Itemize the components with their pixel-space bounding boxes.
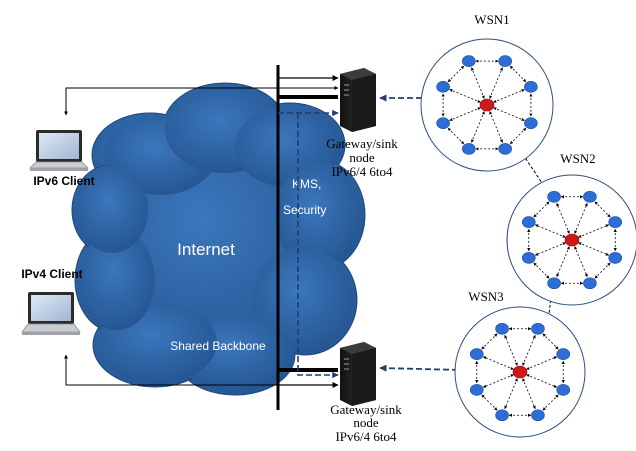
ipv6-client-link [64,86,339,116]
wsn2-sensor-node [547,277,561,290]
wsn3-spoke-link [526,356,558,370]
gateway-bottom-label-1: Gateway/sink [330,402,402,417]
wsn2-label: WSN2 [560,151,595,166]
gateway-top-label-1: Gateway/sink [326,136,398,151]
wsn3-cluster [454,306,586,438]
wsn2-spoke-link [578,242,610,256]
gateway-bottom-dashed [297,230,339,379]
wsn3-spoke-link [504,378,518,410]
wsn1-sink-node [479,98,495,112]
wsn3-sensor-node [495,409,509,422]
wsn1-sensor-node [498,143,512,155]
wsn1-spoke-link [493,89,525,103]
wsn2-spoke-link [574,246,588,278]
gateway-bottom-server-icon [340,342,376,406]
wsn2-sensor-node [583,277,597,290]
shared-backbone-label: Shared Backbone [170,339,266,353]
wsn1-spoke-link [489,67,503,99]
wsn3-sensor-node [469,348,484,360]
wsn1-spoke-link [489,111,503,143]
ipv6-client-label: IPv6 Client [33,174,94,188]
wsn3-spoke-link [504,334,518,366]
security-label: Security [283,203,326,217]
wsn3-sensor-node [531,322,545,335]
wsn1-sensor-node [436,117,450,129]
ipv6-laptop-icon [29,130,89,171]
wsn3-sensor-node [469,384,484,396]
wsn1-sensor-node [462,143,476,155]
gateway-top-label-3: IPv6/4 6to4 [331,164,393,179]
wsn2-sensor-node [608,252,623,264]
wsn3-sensor-node [531,409,545,422]
wsn1-sensor-node [436,81,450,93]
wsn2-sensor-node [521,216,536,228]
wsn2-spoke-link [534,224,566,238]
wsn1-label: WSN1 [474,12,509,27]
wsn3-sink-node [512,365,528,379]
gateway-bottom-label-2: node [353,415,379,430]
wsn1-spoke-link [449,89,481,103]
wsn3-sensor-node [495,322,509,335]
wsn1-sensor-node [498,55,512,67]
wsn1-spoke-link [493,107,525,121]
wsn3-spoke-link [522,334,536,366]
kms-label: KMS, [292,177,321,191]
gateway-top-label-2: node [349,150,375,165]
ipv4-laptop-icon [21,292,81,335]
gateway-bottom-label-3: IPv6/4 6to4 [335,429,397,444]
wsn1-cluster [420,38,554,172]
wsn2-spoke-link [578,224,610,238]
wsn3-sensor-node [556,348,571,360]
wsn3-sensor-node [556,384,571,396]
gateway-wsn3-link [379,364,463,374]
wsn2-cluster [506,174,636,306]
wsn2-sensor-node [608,216,623,228]
wsn2-spoke-link [556,246,570,278]
wsn1-spoke-link [471,111,485,143]
wsn2-spoke-link [556,202,570,234]
ipv4-client-link [64,354,278,386]
wsn1-spoke-link [471,67,485,99]
wsn2-sensor-node [547,190,561,203]
ipv4-client-label: IPv4 Client [21,267,82,281]
wsn3-label: WSN3 [468,289,503,304]
wsn2-sink-node [564,233,580,247]
wsn1-sensor-node [524,117,538,129]
wsn1-sensor-node [462,55,476,67]
wsn1-sensor-node [524,81,538,93]
wsn3-spoke-link [526,374,558,388]
wsn3-spoke-link [522,378,536,410]
wsn-clusters [420,38,636,438]
wsn2-sensor-node [521,252,536,264]
wsn2-sensor-node [583,190,597,203]
wsn2-spoke-link [534,242,566,256]
wsn3-spoke-link [482,356,514,370]
wsn2-spoke-link [574,202,588,234]
internet-label: Internet [177,240,235,259]
wsn1-spoke-link [449,107,481,121]
wsn3-spoke-link [482,374,514,388]
gateway-top-server-icon [340,68,376,132]
